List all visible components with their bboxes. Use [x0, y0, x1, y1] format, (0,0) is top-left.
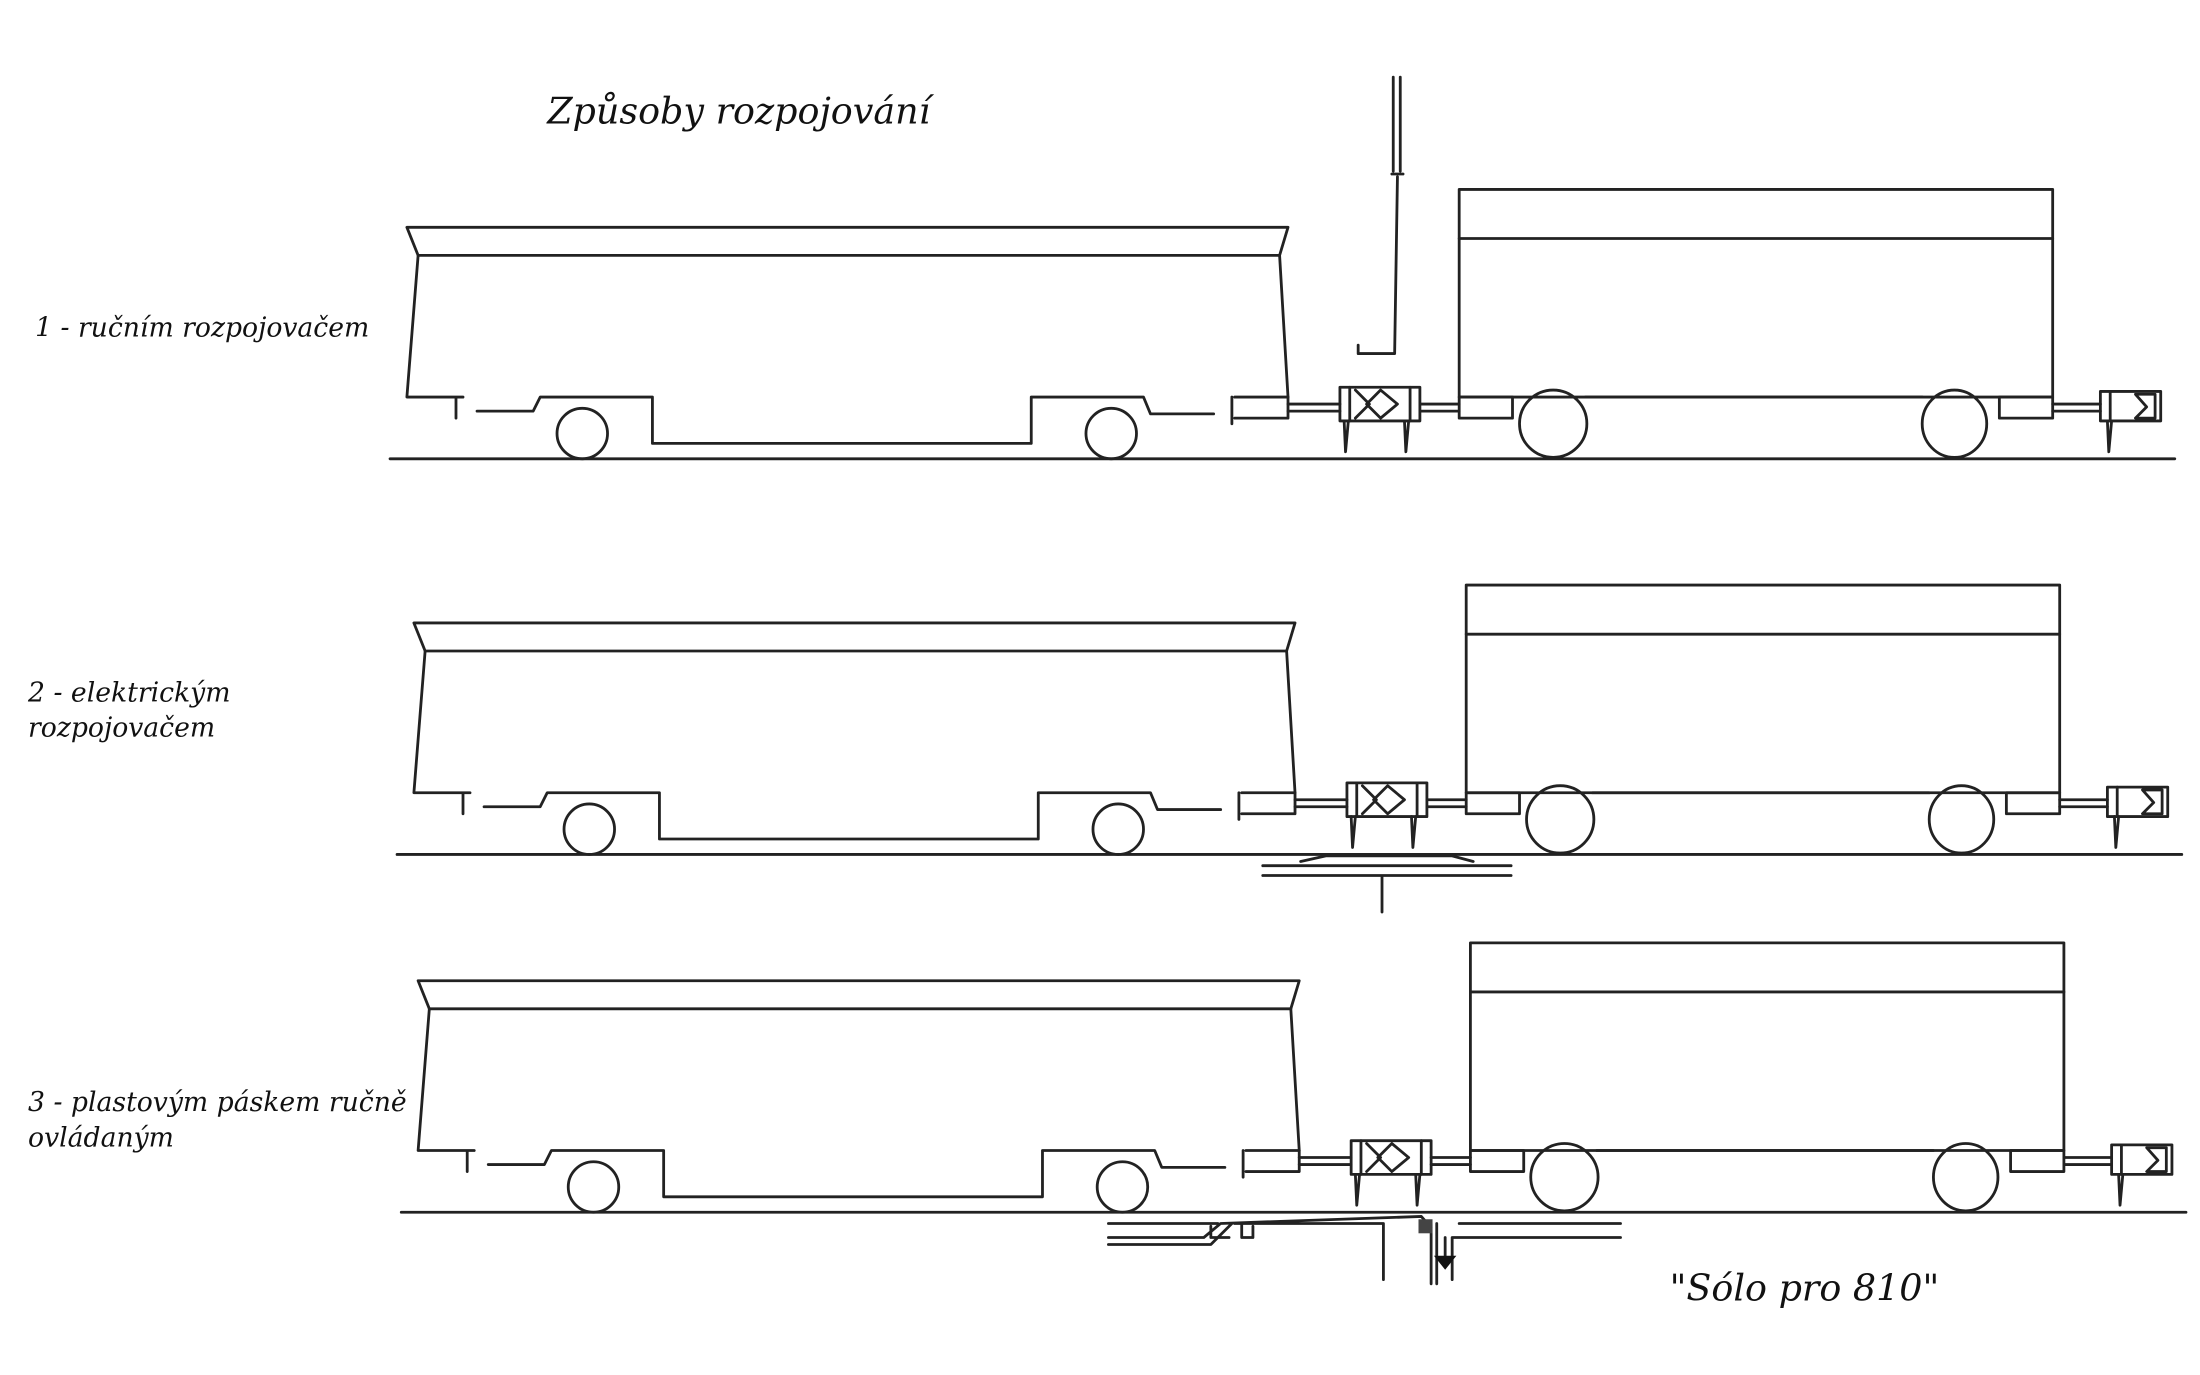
method-3-drawing	[399, 941, 2188, 1286]
method-3-label-line-1: 3 - plastovým páskem ručně	[28, 1087, 407, 1118]
method-2-drawing	[395, 583, 2184, 914]
method-1-label: 1 - ručním rozpojovačem	[35, 313, 369, 344]
hand-uncoupler-lever	[1356, 75, 1405, 355]
electric-uncoupler-magnet	[1261, 854, 1513, 914]
diagram-title: Způsoby rozpojování	[546, 89, 934, 132]
method-1-drawing	[388, 75, 2177, 461]
method-2-label-line-1: 2 - elektrickým	[27, 678, 230, 709]
caption: "Sólo pro 810"	[1670, 1267, 1940, 1310]
plastic-tape-mechanism	[1107, 1215, 1622, 1286]
method-3-label-line-2: ovládaným	[28, 1122, 174, 1153]
method-2-label-line-2: rozpojovačem	[28, 713, 215, 744]
